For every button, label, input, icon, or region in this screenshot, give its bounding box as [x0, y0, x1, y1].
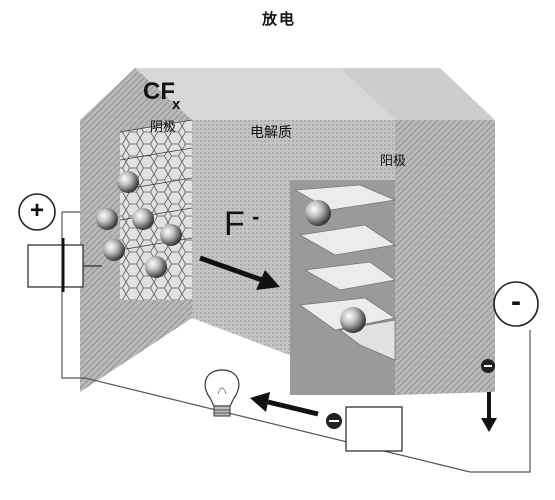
cathode-label: 阴极	[150, 116, 176, 135]
fluoride-atom	[96, 208, 118, 230]
electron-icon	[326, 413, 342, 429]
electron-icon	[481, 359, 495, 373]
negative-terminal-sign: -	[493, 281, 539, 327]
fluoride-atom	[160, 224, 182, 246]
down-arrow-icon	[481, 392, 497, 432]
positive-terminal-sign: +	[18, 193, 56, 231]
left-arrow-icon	[250, 392, 318, 414]
ion-label: F	[224, 205, 245, 244]
diagram-title: 放电	[262, 8, 296, 29]
fluoride-atom	[117, 171, 139, 193]
fluoride-atom	[132, 208, 154, 230]
anode-label: 阳极	[380, 150, 406, 169]
electrolyte-label: 电解质	[250, 122, 292, 142]
ion-charge-label: -	[252, 204, 259, 230]
load-box	[346, 407, 402, 451]
fluoride-atom	[103, 239, 125, 261]
cathode-formula-subscript: x	[172, 96, 180, 113]
fluoride-atom	[305, 200, 331, 226]
fluoride-atom	[145, 256, 167, 278]
cathode-formula-label: CF	[143, 78, 175, 106]
fluoride-atom	[340, 307, 366, 333]
